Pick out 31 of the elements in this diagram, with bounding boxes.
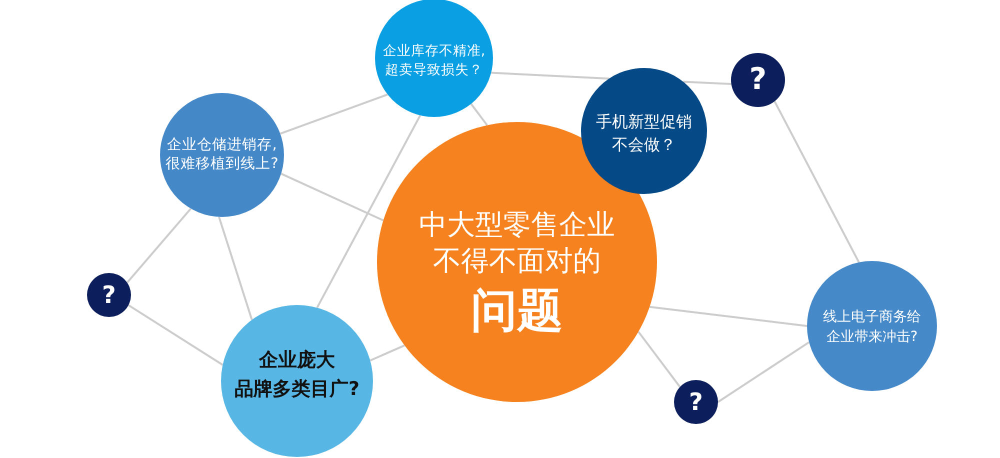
highlight-text: 问题: [470, 285, 564, 335]
question-mark: ?: [101, 281, 117, 309]
circle-label: 企业仓储进销存,很难移植到线上?: [164, 136, 280, 174]
question-circle: [674, 380, 718, 424]
question-circle: [731, 53, 785, 107]
connector-line: [649, 306, 808, 327]
connector-line: [370, 344, 405, 362]
topic-circle: [221, 305, 373, 457]
connector-line: [638, 331, 681, 388]
question-mark: ?: [748, 63, 768, 97]
question-circle: [87, 273, 131, 317]
connector-line: [774, 100, 860, 263]
connector-line: [128, 304, 224, 366]
heading-text: 中大型零售企业不得不面对的: [418, 207, 616, 279]
circle-label: 企业库存不精准,超卖导致损失？: [382, 42, 486, 80]
circle-label: 企业庞大品牌多类目广?: [233, 348, 361, 402]
circle-label: 手机新型促销不会做？: [595, 111, 693, 156]
connector-line: [126, 208, 192, 284]
circle-label: 线上电子商务给企业带来冲击?: [822, 308, 922, 347]
connector-line: [470, 103, 488, 126]
question-mark: ?: [688, 388, 704, 416]
topic-circle: [807, 261, 937, 391]
connector-line: [717, 341, 810, 403]
topic-circle: [581, 68, 707, 194]
connector-line: [280, 172, 384, 222]
connector-line: [683, 80, 732, 85]
connector-line: [491, 72, 610, 80]
connector-line: [316, 114, 422, 308]
connector-line: [280, 94, 388, 135]
connector-line: [218, 216, 253, 320]
topic-circle: [160, 93, 284, 217]
